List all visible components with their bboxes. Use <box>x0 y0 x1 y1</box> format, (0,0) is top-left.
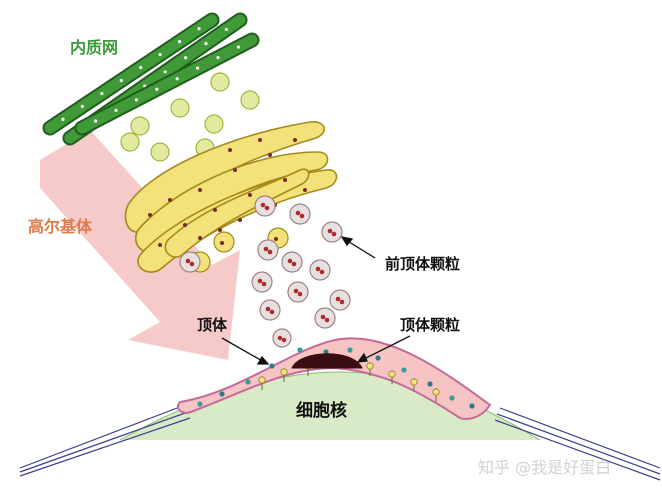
endoplasmic-reticulum <box>42 12 260 146</box>
golgi-dot <box>218 228 222 232</box>
acrosome-dot <box>245 379 251 385</box>
golgi-dot <box>198 188 202 192</box>
acrosome-dot <box>219 391 225 397</box>
er-ribosome-dot <box>100 91 104 96</box>
er-vesicle <box>210 72 230 92</box>
er-ribosome-dot <box>184 56 188 60</box>
er-ribosome-dot <box>134 98 138 102</box>
golgi-dot <box>148 213 152 217</box>
golgi-dot <box>198 236 202 240</box>
golgi-dot <box>268 153 272 157</box>
er-ribosome-dot <box>197 27 201 31</box>
golgi-cisterna <box>164 168 310 258</box>
er-ribosome-dot <box>94 119 98 123</box>
acrosome-dot <box>297 347 303 353</box>
golgi-dot <box>258 138 262 142</box>
golgi-dot <box>158 243 162 247</box>
acrosome-label: 顶体 <box>197 316 228 334</box>
er-ribosome-dot <box>196 66 200 70</box>
watermark: 知乎 @我是好蛋白 <box>478 458 612 477</box>
er-label: 内质网 <box>70 38 119 57</box>
er-ribosome-dot <box>119 78 123 83</box>
er-vesicle <box>130 116 150 136</box>
golgi-dot <box>228 148 232 152</box>
er-ribosome-dot <box>163 70 167 74</box>
er-ribosome-dot <box>178 40 182 44</box>
acrosome-dot <box>427 381 433 387</box>
acrosome-dot <box>449 395 455 401</box>
cell-membrane-lines <box>19 404 661 481</box>
acrosome-dot <box>401 367 407 373</box>
er-vesicle <box>120 132 140 152</box>
golgi-apparatus <box>124 121 338 273</box>
golgi-vesicle <box>213 231 235 253</box>
er-ribosome-dot <box>158 52 162 57</box>
er-ribosome-dot <box>175 77 179 81</box>
er-ribosome-dot <box>61 117 65 121</box>
acrosome-cap <box>177 337 492 420</box>
acrosomal-granule-label: 顶体颗粒 <box>400 316 461 334</box>
golgi-dot <box>168 198 172 202</box>
proacrosomal-granules <box>179 195 351 348</box>
pointer-arrows <box>221 236 411 365</box>
er-ribosome-dot <box>204 42 208 46</box>
er-vesicle <box>204 114 224 134</box>
proacrosomal-granule-label: 前顶体颗粒 <box>385 255 461 273</box>
acrosome-dot <box>269 363 275 369</box>
acrosome-dot <box>469 403 475 409</box>
golgi-dot <box>293 138 297 142</box>
golgi-dot <box>213 208 217 212</box>
golgi-dot <box>233 168 237 172</box>
golgi-dot <box>248 193 252 197</box>
er-vesicles <box>120 72 260 162</box>
golgi-dot <box>238 218 242 222</box>
er-vesicle <box>240 90 260 110</box>
er-vesicle <box>150 142 170 162</box>
er-ribosome-dot <box>224 27 228 32</box>
acrosome-dot <box>375 355 381 361</box>
er-ribosome-dot <box>216 56 220 60</box>
acrosome-dot <box>197 401 203 407</box>
er-ribosome-dot <box>114 108 118 112</box>
er-ribosome-dot <box>139 65 143 70</box>
golgi-dot <box>303 188 307 192</box>
golgi-label: 高尔基体 <box>28 217 93 236</box>
er-ribosome-dot <box>80 104 84 108</box>
golgi-dot <box>283 178 287 182</box>
nucleus-label: 细胞核 <box>296 401 347 421</box>
acrosome-dot <box>347 347 353 353</box>
acrosomal-granule <box>291 353 363 369</box>
er-ribosome-dot <box>155 87 159 91</box>
er-vesicle <box>170 98 190 118</box>
er-ribosome-dot <box>236 45 240 49</box>
golgi-dot <box>183 223 187 227</box>
